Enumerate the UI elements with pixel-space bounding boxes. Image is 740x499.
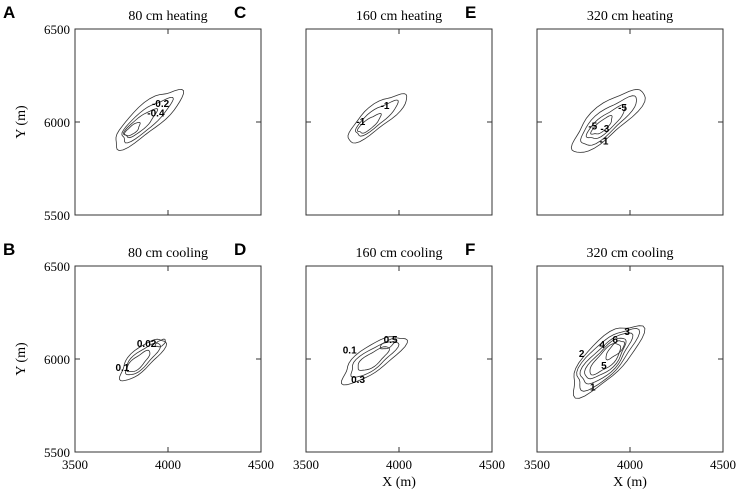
panel-letter: E (465, 3, 476, 22)
panel-title: 320 cm heating (587, 9, 673, 24)
contour-line (379, 338, 396, 350)
contour-line (115, 88, 185, 152)
contour-line (350, 341, 400, 378)
contour-label: 1 (590, 383, 596, 394)
panel-D: D 160 cm cooling 3500 4000 4500 X (m) 0.1 0.5 0.… (234, 240, 505, 490)
contour-label: 0.5 (384, 335, 398, 346)
y-tick-label: 6500 (44, 259, 70, 274)
plot-frame (74, 28, 262, 216)
contour-line (356, 113, 382, 134)
contour-line (576, 327, 641, 392)
x-axis-label: X (m) (613, 475, 647, 490)
x-axis-label: X (m) (382, 475, 416, 490)
contour-label: 5 (601, 361, 607, 372)
panel-title: 160 cm cooling (355, 246, 442, 261)
plot-frame (305, 265, 493, 453)
contour-line (119, 338, 168, 382)
x-tick-label: 4500 (710, 457, 736, 472)
contour-line (121, 97, 174, 144)
contour-line (347, 93, 408, 144)
panel-title: 80 cm heating (128, 9, 207, 24)
panel-title: 160 cm heating (356, 9, 442, 24)
contour-line (570, 88, 646, 153)
panel-title: 320 cm cooling (586, 246, 673, 261)
panel-letter: C (234, 3, 246, 22)
contour-label: 0.1 (343, 345, 357, 356)
contour-line (589, 342, 622, 376)
contour-label: -5 (618, 103, 627, 114)
y-axis-label: Y (m) (14, 105, 29, 139)
panel-A: A 80 cm heating 5500 6000 6500 Y (m) -0.2-0.4 (3, 3, 262, 223)
x-tick-label: 4000 (155, 457, 181, 472)
y-axis-label: Y (m) (14, 342, 29, 376)
contour-label: 0.1 (115, 363, 129, 374)
plot-frame (74, 265, 262, 453)
contour-label: 4 (599, 340, 605, 351)
x-tick-label: 3500 (293, 457, 319, 472)
plot-frame (536, 28, 724, 216)
plot-frame (536, 265, 724, 453)
panel-letter: A (3, 3, 15, 22)
contour-label: 3 (624, 327, 630, 338)
contour-label: -1 (600, 136, 609, 147)
panel-B: B 80 cm cooling 3500 4000 4500 5500 6000 6500 Y … (3, 240, 274, 472)
x-tick-label: 4000 (617, 457, 643, 472)
x-tick-label: 3500 (524, 457, 550, 472)
contour-label: -1 (381, 101, 390, 112)
contour-label: -1 (356, 117, 365, 128)
contour-line (125, 342, 161, 376)
x-tick-label: 4500 (479, 457, 505, 472)
contour-label: 0.02 (137, 339, 157, 350)
x-tick-label: 4500 (248, 457, 274, 472)
contour-line (126, 349, 151, 373)
contour-line (580, 95, 637, 146)
contour-line (341, 336, 408, 386)
contour-line (584, 337, 627, 380)
panel-letter: B (3, 240, 15, 259)
panel-letter: F (465, 240, 475, 259)
contour-line (579, 332, 634, 385)
contour-line (572, 325, 646, 399)
contour-line (590, 115, 613, 135)
panel-letter: D (234, 240, 246, 259)
x-tick-label: 4000 (386, 457, 412, 472)
y-tick-label: 5500 (44, 445, 70, 460)
panel-C: C 160 cm heating -1 -1 (234, 3, 493, 216)
contour-line (154, 338, 166, 348)
x-tick-label: 3500 (62, 457, 88, 472)
contour-label: -0.2 (152, 99, 170, 110)
contour-line (357, 346, 390, 371)
panel-title: 80 cm cooling (128, 246, 208, 261)
contour-label: 6 (612, 335, 618, 346)
contour-label: 2 (579, 349, 585, 360)
contour-label: -0.4 (147, 108, 165, 119)
contour-label: -3 (600, 124, 609, 135)
contour-line (355, 99, 399, 137)
y-tick-label: 5500 (44, 208, 70, 223)
y-tick-label: 6000 (44, 352, 70, 367)
y-tick-label: 6000 (44, 115, 70, 130)
contour-line (585, 104, 626, 140)
contour-label: -5 (588, 121, 597, 132)
plot-frame (305, 28, 493, 216)
contour-line (123, 121, 141, 137)
y-tick-label: 6500 (44, 22, 70, 37)
contour-line (605, 340, 626, 361)
contour-label: 0.3 (351, 375, 365, 386)
